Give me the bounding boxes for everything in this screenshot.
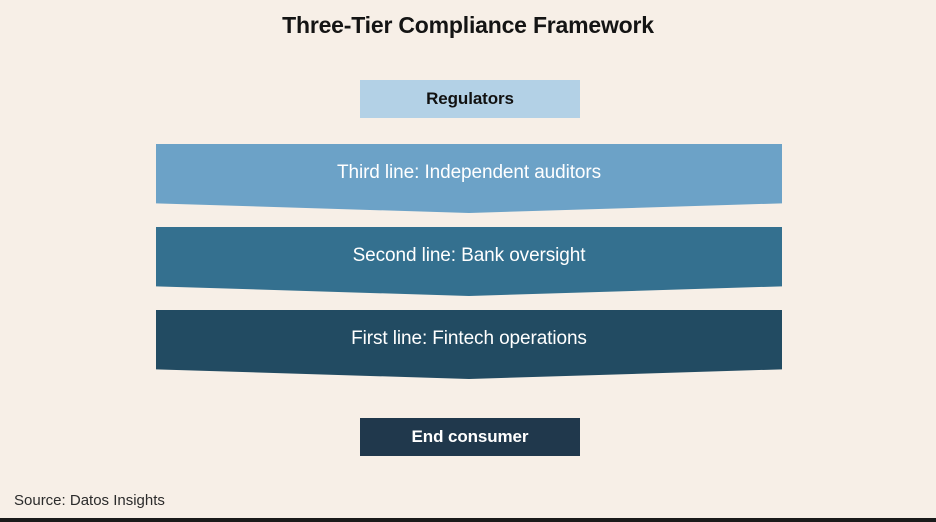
page-title: Three-Tier Compliance Framework — [282, 12, 654, 38]
tier-third-line-label: Third line: Independent auditors — [336, 162, 602, 183]
node-regulators: Regulators — [360, 80, 580, 118]
tier-third-line: Third line: Independent auditors — [156, 144, 782, 213]
tier-first-line-label: First line: Fintech operations — [351, 328, 587, 349]
node-end-consumer-label: End consumer — [411, 427, 529, 446]
tier-first-line: First line: Fintech operations — [156, 310, 782, 379]
tier-second-line-label: Second line: Bank oversight — [352, 245, 586, 266]
node-end-consumer: End consumer — [360, 418, 580, 456]
source-note: Source: Datos Insights — [14, 492, 165, 509]
tier-second-line: Second line: Bank oversight — [156, 227, 782, 296]
node-regulators-label: Regulators — [426, 89, 514, 108]
